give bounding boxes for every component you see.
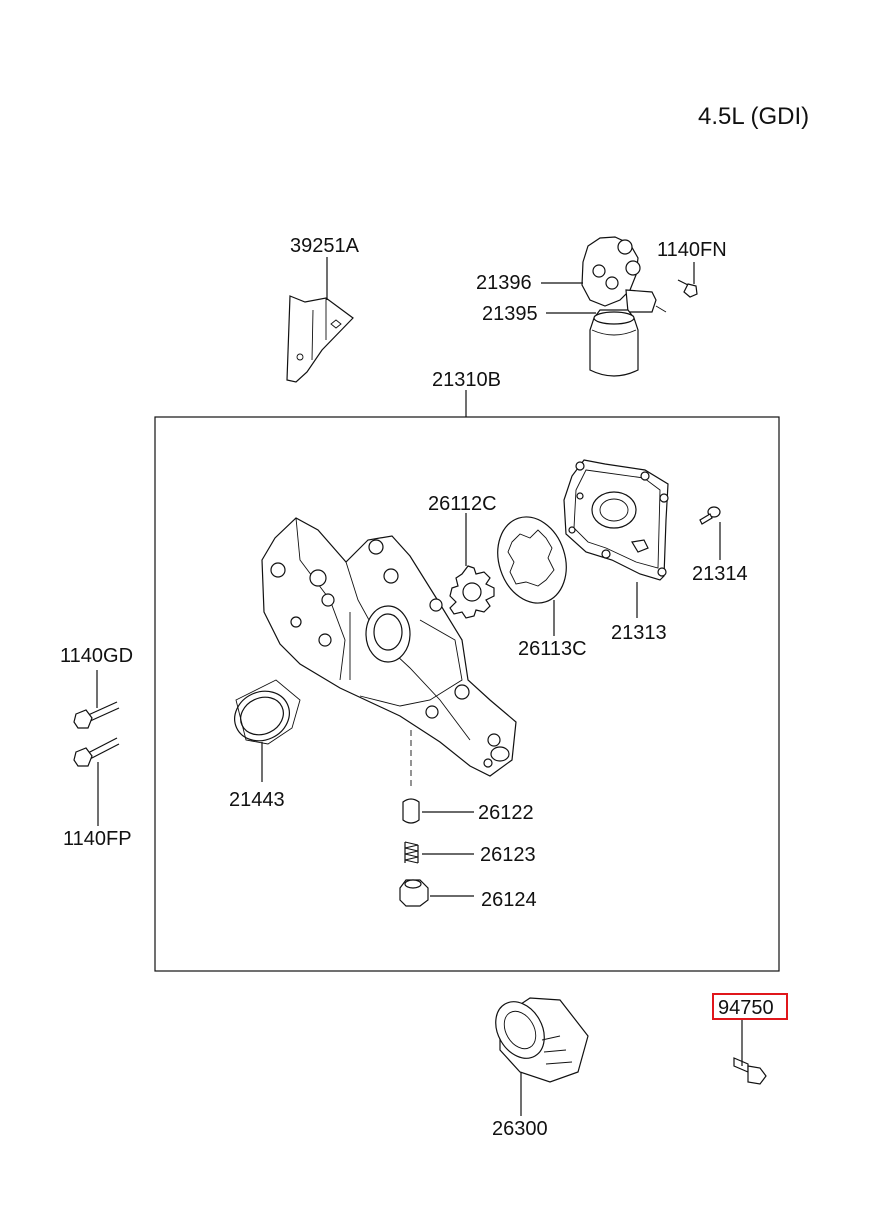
oil-filter-head-21396[interactable] [581, 236, 667, 313]
label-1140GD: 1140GD [60, 645, 133, 667]
label-39251A: 39251A [290, 235, 360, 257]
label-21443: 21443 [229, 789, 285, 811]
oil-pump-body-21310B[interactable] [261, 517, 517, 777]
outer-rotor-26113C[interactable] [487, 508, 577, 612]
label-21314: 21314 [692, 563, 748, 585]
cover-plate-21313[interactable] [563, 459, 669, 581]
relief-spring-26123[interactable] [404, 841, 419, 864]
engine-label: 4.5L (GDI) [698, 103, 809, 130]
label-21396: 21396 [476, 272, 532, 294]
oil-seal-21443[interactable] [226, 679, 301, 750]
label-21310B: 21310B [432, 369, 501, 391]
label-1140FN: 1140FN [657, 239, 727, 261]
assembly-box-21310B [154, 416, 780, 972]
bolt-1140GD[interactable] [73, 701, 120, 729]
label-94750[interactable]: 94750 [718, 997, 774, 1019]
bolt-1140FP[interactable] [73, 737, 120, 767]
label-26300: 26300 [492, 1118, 548, 1140]
label-21395: 21395 [482, 303, 538, 325]
oil-pressure-switch-94750[interactable] [733, 1050, 767, 1085]
label-26123: 26123 [480, 844, 536, 866]
label-26124: 26124 [481, 889, 537, 911]
bolt-1140FN[interactable] [677, 279, 698, 298]
bracket-39251A[interactable] [286, 295, 354, 383]
inner-rotor-26112C[interactable] [449, 565, 495, 619]
oil-filter-26300[interactable] [486, 993, 589, 1083]
oil-pressure-switch-21395[interactable] [589, 309, 639, 377]
relief-plunger-26122[interactable] [402, 798, 420, 824]
label-26122: 26122 [478, 802, 534, 824]
label-26112C: 26112C [428, 493, 497, 515]
screw-21314[interactable] [699, 506, 721, 525]
label-26113C: 26113C [518, 638, 587, 660]
label-1140FP: 1140FP [63, 828, 132, 850]
label-21313: 21313 [611, 622, 667, 644]
highlight-box-94750 [712, 993, 788, 1020]
relief-plug-26124[interactable] [399, 879, 429, 907]
